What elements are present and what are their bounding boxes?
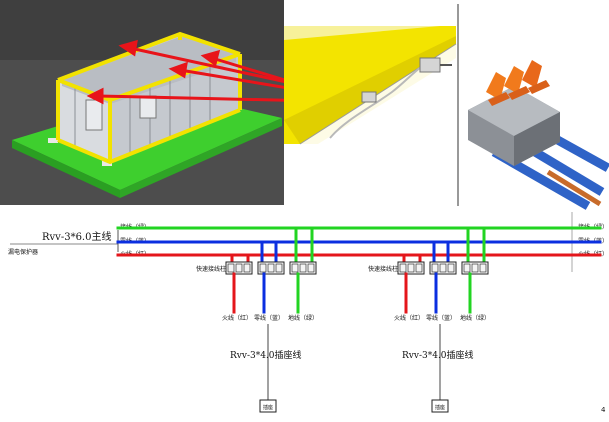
terminal-slot	[291, 263, 299, 273]
socket-cable-label: Rvv-3*4.0插座线	[402, 349, 474, 361]
socket-box	[259, 399, 277, 413]
lead-label: 火线（红）	[222, 314, 252, 322]
quick-wire-connector-icon	[468, 60, 609, 210]
terminal-slot	[307, 263, 315, 273]
corner-mark: 4	[601, 406, 606, 414]
terminal-slot	[439, 263, 447, 273]
lead-label: 零线（蓝）	[254, 314, 284, 322]
main-cable-label: Rvv-3*6.0主线	[42, 230, 111, 243]
terminal-slot	[299, 263, 307, 273]
wiring-schematic: 漏电保护器 Rvv-3*6.0主线 接线（绿） 零线（蓝） 火线（红） 接线（绿…	[8, 212, 608, 414]
socket-label: 插座	[435, 404, 445, 411]
terminal-slot	[399, 263, 407, 273]
lead-label: 地线（绿）	[460, 314, 490, 322]
socket-box	[431, 399, 449, 413]
quick-connector-label: 快速接线柱	[196, 265, 226, 273]
terminal-slot	[235, 263, 243, 273]
terminal-slot	[407, 263, 415, 273]
terminal-slot	[275, 263, 283, 273]
lead-label: 火线（红）	[394, 314, 424, 322]
container-render-icon	[0, 0, 365, 205]
cable-rail-closeup-icon	[284, 26, 457, 145]
terminal-slot	[447, 263, 455, 273]
terminal-slot	[227, 263, 235, 273]
lead-label: 零线（蓝）	[426, 314, 456, 322]
terminal-slot	[267, 263, 275, 273]
terminal-slot	[471, 263, 479, 273]
lead-label: 地线（绿）	[288, 314, 318, 322]
terminal-slot	[243, 263, 251, 273]
terminal-slot	[259, 263, 267, 273]
terminal-slot	[463, 263, 471, 273]
terminal-slot	[431, 263, 439, 273]
terminal-slot	[479, 263, 487, 273]
socket-cable-label: Rvv-3*4.0插座线	[230, 349, 302, 361]
terminal-slot	[415, 263, 423, 273]
socket-label: 插座	[263, 404, 273, 411]
breaker-label: 漏电保护器	[8, 248, 38, 256]
quick-connector-label: 快速接线柱	[368, 265, 398, 273]
